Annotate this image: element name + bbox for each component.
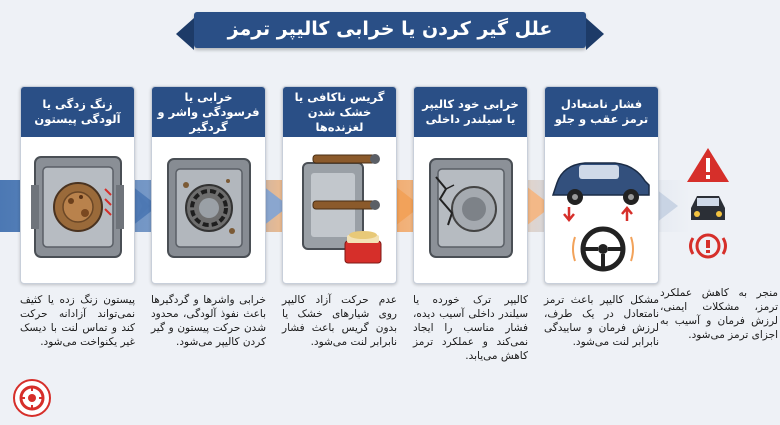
card-heading: فشار نامتعادل ترمز عقب و جلو	[545, 87, 658, 137]
card-heading: زنگ زدگی یا آلودگی پیستون	[21, 87, 134, 137]
card-worn-seals: خرابی یا فرسودگی واشر و گردگیر	[151, 86, 266, 284]
brake-warning-icon	[689, 233, 727, 259]
card-description: عدم حرکت آزاد کالیپر روی شیارهای خشک یا …	[282, 294, 397, 348]
final-consequence-icons	[683, 146, 733, 266]
card-heading: خرابی خود کالیپر یا سیلندر داخلی	[414, 87, 527, 137]
brand-logo-icon	[12, 378, 52, 418]
card-description: مشکل کالیپر باعث ترمز نامتعادل در یک طرف…	[544, 294, 659, 348]
car-steering-wheel-icon	[545, 137, 658, 283]
cracked-caliper-icon	[414, 137, 527, 283]
final-description: منجر به کاهش عملکرد ترمز، مشکلات ایمنی، …	[660, 287, 778, 341]
arrow-4-head	[526, 186, 552, 226]
card-description: کالیپر ترک خورده یا سیلندر داخلی آسیب دی…	[413, 294, 528, 362]
card-heading: خرابی یا فرسودگی واشر و گردگیر	[152, 87, 265, 137]
rusty-caliper-icon	[21, 137, 134, 283]
arrow-2-head	[263, 186, 289, 226]
warning-triangle-icon	[687, 148, 729, 182]
worn-seal-caliper-icon	[152, 137, 265, 283]
arrow-3-head	[395, 186, 421, 226]
page-title: علل گیر کردن یا خرابی کالیپر ترمز	[175, 12, 605, 50]
card-rust-contamination: زنگ زدگی یا آلودگی پیستون	[20, 86, 135, 284]
card-description: خرابی واشرها و گردگیرها باعث نفوذ آلودگی…	[151, 294, 266, 348]
caliper-slide-pins-icon	[283, 137, 396, 283]
card-heading: گریس ناکافی یا خشک شدن لغزنده‌ها	[283, 87, 396, 137]
card-caliper-failure: خرابی خود کالیپر یا سیلندر داخلی	[413, 86, 528, 284]
title-area: علل گیر کردن یا خرابی کالیپر ترمز	[0, 10, 780, 50]
card-dry-slide-pins: گریس ناکافی یا خشک شدن لغزنده‌ها	[282, 86, 397, 284]
car-front-icon	[691, 196, 725, 220]
arrow-1-head	[132, 186, 158, 226]
card-description: پیستون زنگ زده یا کثیف نمی‌تواند آزادانه…	[20, 294, 135, 348]
card-unbalanced-pressure: فشار نامتعادل ترمز عقب و جلو	[544, 86, 659, 284]
